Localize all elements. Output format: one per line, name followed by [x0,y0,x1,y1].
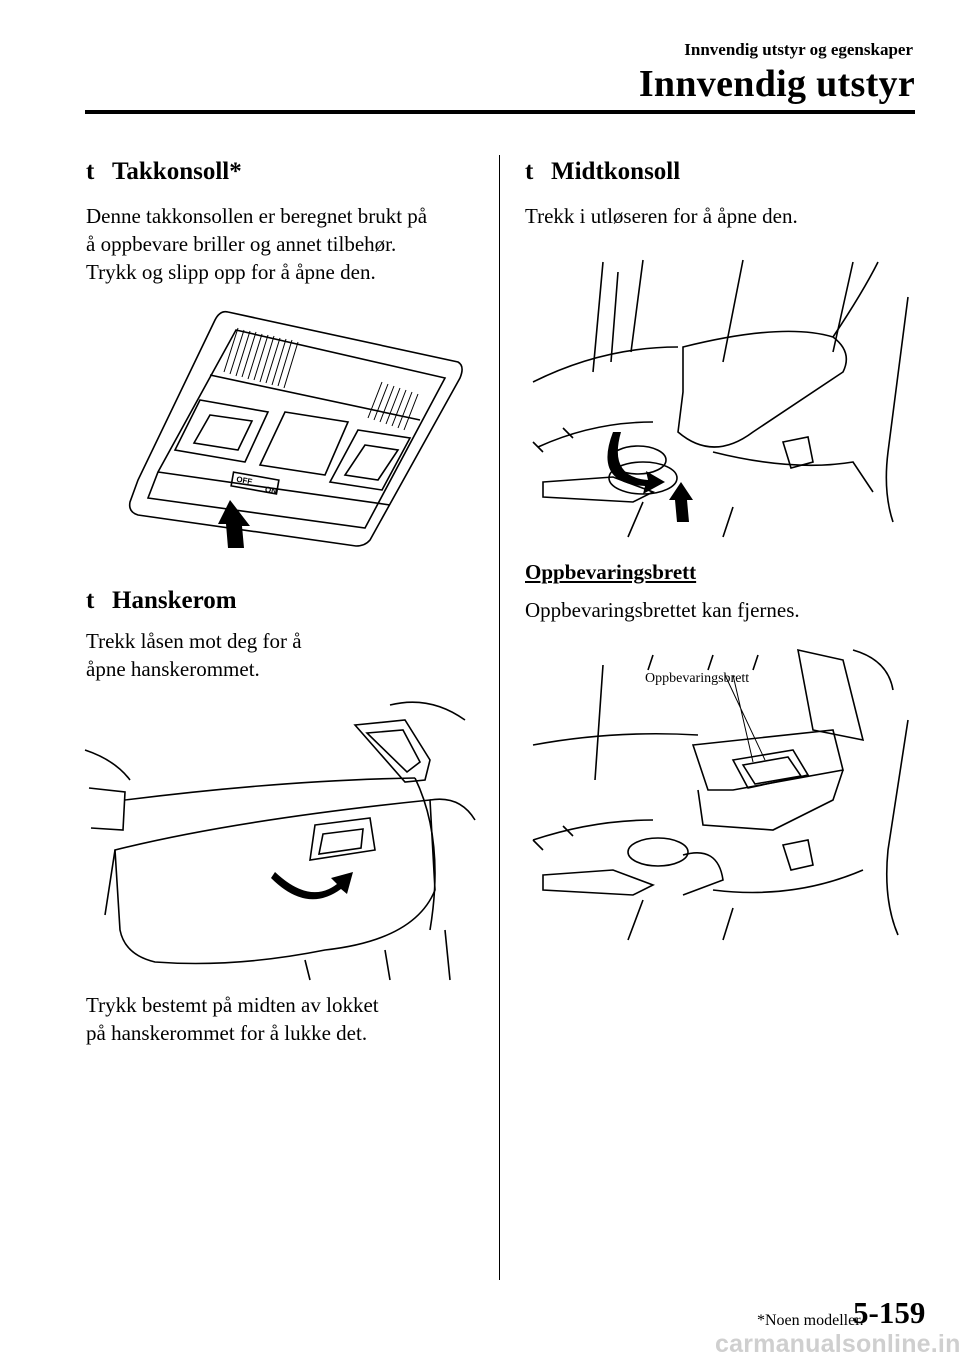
switch-on-label: ON [264,485,278,496]
heading-text: Hanskerom [112,587,237,614]
heading-text: Midtkonsoll [551,158,681,185]
column-divider [499,155,500,1280]
pull-arrow-icon [271,872,353,900]
footnote: *Noen modeller. [757,1312,864,1329]
text-line: Denne takkonsollen er beregnet brukt på [86,204,428,228]
switch-off-label: OFF [236,475,253,487]
bullet-icon: t [86,587,95,614]
callout-label: Oppbevaringsbrett [645,671,749,686]
paragraph-takkonsoll: Denne takkonsollen er beregnet brukt på … [86,202,427,286]
heading-midtkonsoll: t Midtkonsoll [525,158,680,186]
paragraph-hanskerom: Trekk låsen mot deg for å åpne hanskerom… [86,627,302,683]
section-title: Innvendig utstyr [638,63,915,105]
watermark: carmanualsonline.info [715,1330,960,1358]
paragraph-midtkonsoll: Trekk i utløseren for å åpne den. [525,204,798,228]
center-console-illustration [533,252,918,537]
heading-takkonsoll: t Takkonsoll* [86,158,242,186]
page-number: 5-159 [853,1295,926,1330]
text-line: Trykk og slipp opp for å åpne den. [86,260,376,284]
paragraph-oppbevaringsbrett: Oppbevaringsbrettet kan fjernes. [525,598,800,622]
text-line: åpne hanskerommet. [86,657,260,681]
storage-tray-illustration: Oppbevaringsbrett [533,650,918,940]
paragraph-close-glovebox: Trykk bestemt på midten av lokket på han… [86,991,379,1047]
section-subtitle: Innvendig utstyr og egenskaper [684,40,913,59]
overhead-console-illustration: OFF ON [120,300,480,548]
header-rule [85,110,915,114]
push-arrow-icon [218,500,250,548]
subheading-oppbevaringsbrett: Oppbevaringsbrett [525,560,697,584]
text-line: å oppbevare briller og annet tilbehør. [86,232,397,256]
heading-hanskerom: t Hanskerom [86,587,237,615]
text-line: Trykk bestemt på midten av lokket [86,993,379,1017]
heading-text: Takkonsoll* [112,158,242,185]
bullet-icon: t [86,158,95,185]
text-line: Trekk låsen mot deg for å [86,629,302,653]
lift-arrow-icon [607,432,665,494]
bullet-icon: t [525,158,534,185]
text-line: på hanskerommet for å lukke det. [86,1021,368,1045]
glovebox-illustration [85,700,475,980]
push-up-arrow-icon [669,482,693,522]
